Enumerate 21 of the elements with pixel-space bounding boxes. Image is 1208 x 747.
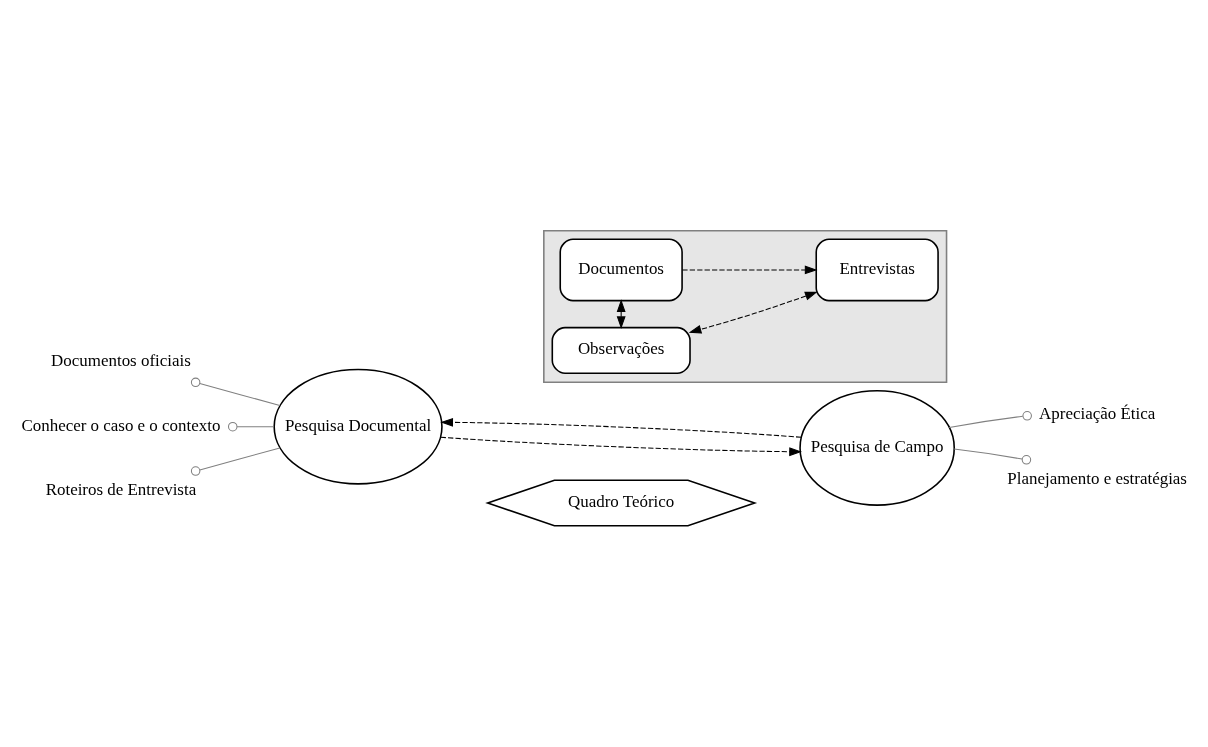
arrow [440, 417, 802, 438]
node-box: Observações [551, 326, 691, 374]
node-text: Documentos oficiais [51, 350, 191, 370]
arrow [688, 291, 818, 334]
node-text: Roteiros de Entrevista [45, 479, 197, 499]
node-text: Planejamento e estratégias [1007, 468, 1187, 488]
node-box: Entrevistas [815, 237, 939, 301]
cluster [543, 229, 948, 383]
arrow [616, 298, 626, 329]
node-ellipse: Pesquisa Documental [273, 368, 443, 485]
node-ellipse: Pesquisa de Campo [799, 389, 956, 506]
connector [948, 410, 1032, 428]
arrow [681, 264, 818, 274]
connector [190, 446, 281, 476]
arrow [440, 436, 802, 456]
node-text: Conhecer o caso e o contexto [21, 415, 221, 435]
connector [227, 421, 275, 431]
node-text: Apreciação Ética [1039, 403, 1156, 423]
node-box: Documentos [559, 237, 683, 301]
connector [190, 377, 281, 406]
connector [953, 448, 1032, 465]
